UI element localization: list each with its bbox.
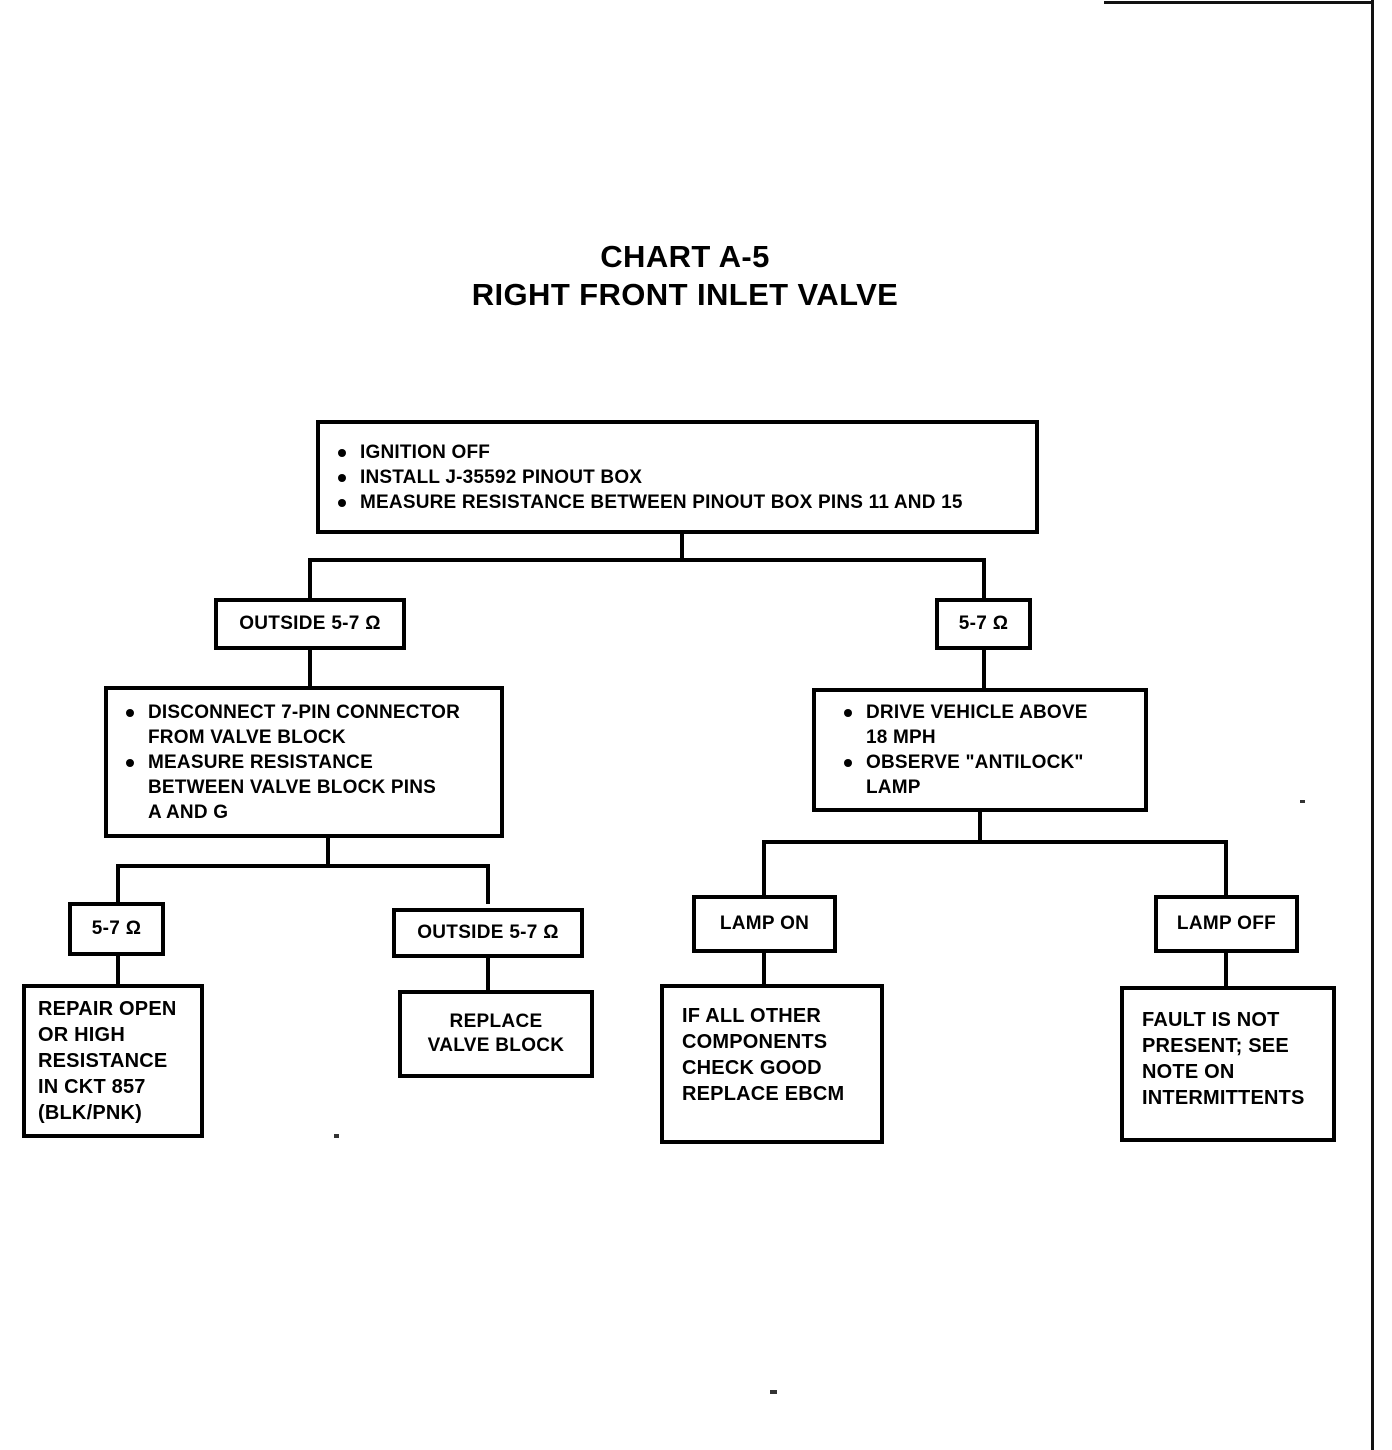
terminal-line: PRESENT; SEE — [1142, 1035, 1289, 1057]
start-bullet-list: IGNITION OFF INSTALL J-35592 PINOUT BOX … — [334, 440, 1035, 515]
terminal-line: VALVE BLOCK — [427, 1035, 565, 1056]
node-label: LAMP OFF — [1176, 913, 1277, 934]
connector-d2b-to-t2 — [486, 958, 490, 990]
node-repair-open-circuit[interactable]: REPAIR OPEN OR HIGH RESISTANCE IN CKT 85… — [22, 984, 204, 1138]
node-label: 5-7 Ω — [958, 613, 1009, 634]
terminal-line: IN CKT 857 — [38, 1076, 146, 1098]
p2a-bullet-2: MEASURE RESISTANCE BETWEEN VALVE BLOCK P… — [122, 750, 500, 825]
page-edge-line-right — [1371, 0, 1374, 1450]
node-outside-5-7-ohm-2[interactable]: OUTSIDE 5-7 Ω — [392, 908, 584, 958]
page-edge-line-top — [1104, 1, 1372, 4]
chart-title: RIGHT FRONT INLET VALVE — [471, 277, 899, 312]
connector-row3-left-bus — [116, 864, 490, 868]
start-bullet-3: MEASURE RESISTANCE BETWEEN PINOUT BOX PI… — [334, 490, 1035, 515]
connector-to-d2d — [1224, 840, 1228, 897]
connector-d2d-to-t4 — [1224, 953, 1228, 986]
connector-row1-bus — [308, 558, 986, 562]
node-outside-5-7-ohm-1[interactable]: OUTSIDE 5-7 Ω — [214, 598, 406, 650]
terminal-line: REPAIR OPEN — [38, 998, 177, 1020]
node-start[interactable]: IGNITION OFF INSTALL J-35592 PINOUT BOX … — [316, 420, 1039, 534]
node-disconnect-connector[interactable]: DISCONNECT 7-PIN CONNECTOR FROM VALVE BL… — [104, 686, 504, 838]
node-lamp-off[interactable]: LAMP OFF — [1154, 895, 1299, 953]
node-fault-not-present[interactable]: FAULT IS NOT PRESENT; SEE NOTE ON INTERM… — [1120, 986, 1336, 1142]
connector-d2c-to-t3 — [762, 953, 766, 986]
start-bullet-1: IGNITION OFF — [334, 440, 1035, 465]
chart-id: CHART A-5 — [600, 239, 770, 274]
connector-row3-right-bus — [762, 840, 1228, 844]
p2a-bullet-list: DISCONNECT 7-PIN CONNECTOR FROM VALVE BL… — [122, 700, 500, 825]
terminal-line: OR HIGH — [38, 1024, 125, 1046]
node-5-7-ohm-1[interactable]: 5-7 Ω — [935, 598, 1032, 650]
terminal-line: IF ALL OTHER — [682, 1005, 822, 1027]
node-label: OUTSIDE 5-7 Ω — [239, 613, 381, 634]
connector-d1a-to-p2a — [308, 650, 312, 688]
connector-p2a-stem — [326, 838, 330, 866]
connector-p2b-stem — [978, 812, 982, 842]
connector-to-d2c — [762, 840, 766, 897]
scan-speck — [334, 1134, 339, 1138]
connector-to-d2b — [486, 864, 490, 904]
p2b-bullet-1: DRIVE VEHICLE ABOVE 18 MPH — [840, 700, 1144, 750]
node-label: LAMP ON — [719, 913, 810, 934]
p2a-bullet-1: DISCONNECT 7-PIN CONNECTOR FROM VALVE BL… — [122, 700, 500, 750]
node-5-7-ohm-2[interactable]: 5-7 Ω — [68, 902, 165, 956]
connector-to-d2a — [116, 864, 120, 904]
node-replace-ebcm[interactable]: IF ALL OTHER COMPONENTS CHECK GOOD REPLA… — [660, 984, 884, 1144]
connector-d1b-to-p2b — [982, 650, 986, 688]
terminal-line: INTERMITTENTS — [1142, 1087, 1305, 1109]
node-replace-valve-block[interactable]: REPLACE VALVE BLOCK — [398, 990, 594, 1078]
connector-d2a-to-t1 — [116, 956, 120, 986]
terminal-line: REPLACE EBCM — [682, 1083, 845, 1105]
p2b-bullet-list: DRIVE VEHICLE ABOVE 18 MPH OBSERVE "ANTI… — [840, 700, 1144, 800]
connector-to-d1a — [308, 558, 312, 600]
scan-speck — [1300, 800, 1305, 803]
node-drive-vehicle[interactable]: DRIVE VEHICLE ABOVE 18 MPH OBSERVE "ANTI… — [812, 688, 1148, 812]
terminal-line: REPLACE — [449, 1011, 543, 1032]
scan-speck — [770, 1390, 777, 1394]
p2b-bullet-2: OBSERVE "ANTILOCK" LAMP — [840, 750, 1144, 800]
terminal-line: RESISTANCE — [38, 1050, 168, 1072]
terminal-line: (BLK/PNK) — [38, 1102, 143, 1124]
terminal-line: NOTE ON — [1142, 1061, 1235, 1083]
node-label: 5-7 Ω — [91, 918, 142, 939]
node-label: OUTSIDE 5-7 Ω — [417, 922, 559, 943]
terminal-line: FAULT IS NOT — [1142, 1009, 1280, 1031]
terminal-line: COMPONENTS — [682, 1031, 828, 1053]
connector-to-d1b — [982, 558, 986, 600]
start-bullet-2: INSTALL J-35592 PINOUT BOX — [334, 465, 1035, 490]
terminal-line: CHECK GOOD — [682, 1057, 822, 1079]
page-title: CHART A-5 RIGHT FRONT INLET VALVE — [0, 238, 1370, 314]
node-lamp-on[interactable]: LAMP ON — [692, 895, 837, 953]
connector-start-stem — [680, 534, 684, 562]
